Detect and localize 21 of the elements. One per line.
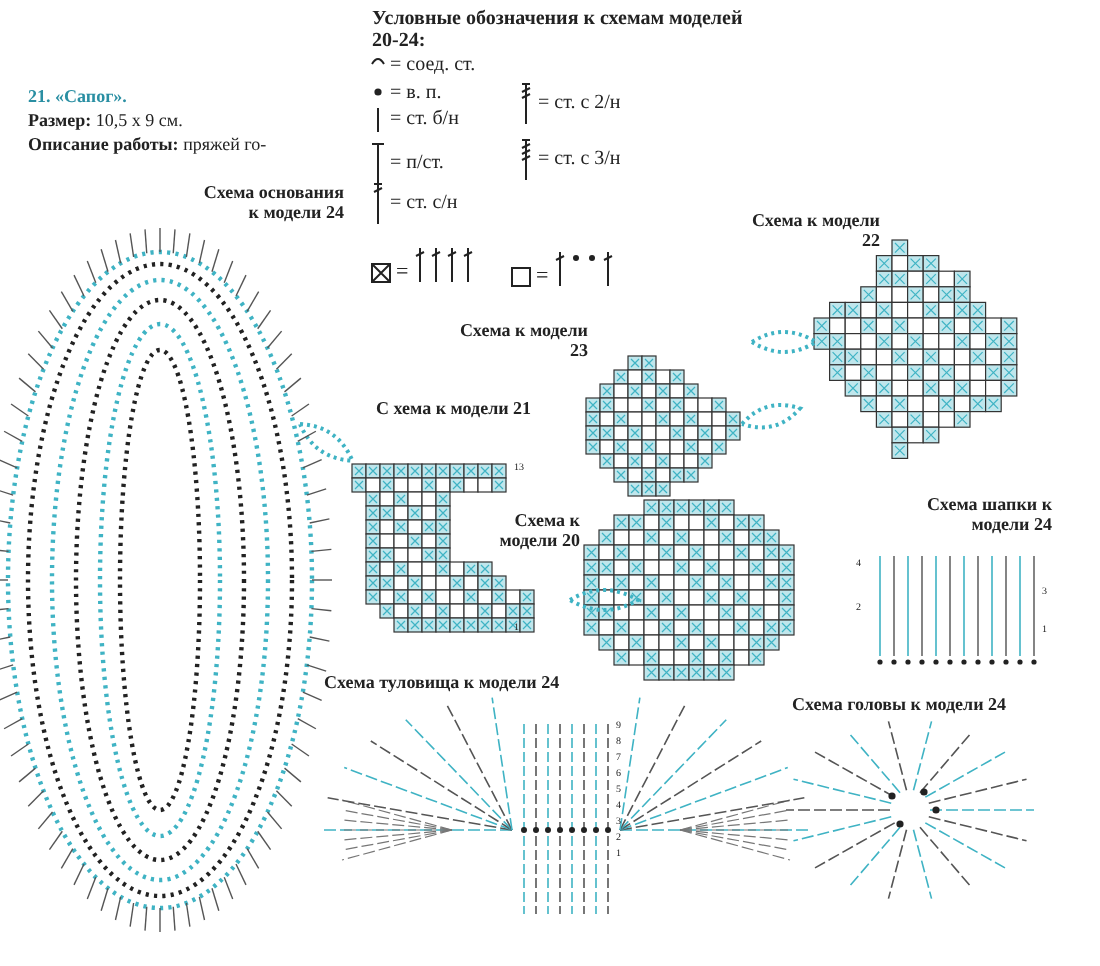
chart-title: Схема к модели 23 [457,322,588,362]
legend-heading: Условные обозначения к схемам моделей 20-24: [372,8,745,52]
chart-title: Схема к модели 22 [749,212,880,252]
chart-title: Схема туловища к модели 24 [324,674,562,694]
chart-title: Схема шапки к модели 24 [924,496,1052,536]
legend-text: = ст. с 2/н [538,92,623,114]
description-text: Описание работы: пряжей го- [28,136,269,156]
legend-text: = в. п. [390,82,444,104]
legend-text: = [536,264,551,289]
model-title: 21. «Сапог». [28,88,129,108]
size-note: Размер: 10,5 х 9 см. [28,112,185,132]
legend-text: = [396,260,411,285]
legend-text: = ст. б/н [390,108,461,130]
legend-text: = соед. ст. [390,54,478,76]
legend-text: = ст. с 3/н [538,148,623,170]
chart-title: С хема к модели 21 [376,400,534,420]
chart-title: Схема основания к модели 24 [201,184,344,224]
chart-title: Схема к модели 20 [497,512,580,552]
legend-text: = ст. с/н [390,192,460,214]
chart-title: Схема головы к модели 24 [792,696,1009,716]
legend-text: = п/ст. [390,152,446,174]
